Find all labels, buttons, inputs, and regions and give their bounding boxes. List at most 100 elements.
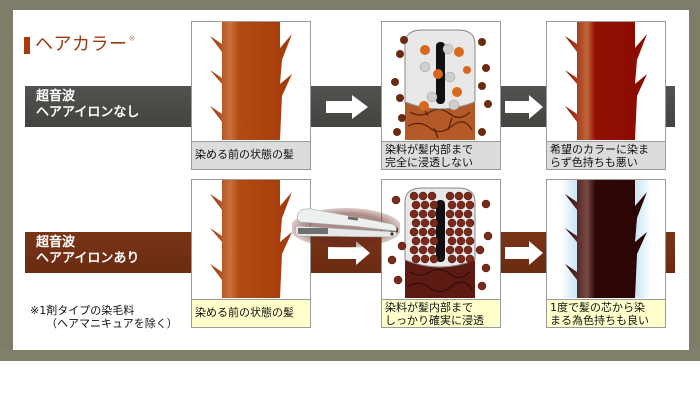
dye-particle-icon <box>447 200 457 210</box>
dye-particle-icon <box>418 209 428 219</box>
dye-particle-icon <box>465 254 475 264</box>
dye-particle-icon <box>477 281 487 291</box>
dye-particle-icon <box>465 218 475 228</box>
title-footnote-mark: ※ <box>128 34 136 43</box>
title-text: ヘアカラー <box>35 34 128 55</box>
dye-particle-icon <box>420 200 430 210</box>
dye-particle-icon <box>445 191 455 201</box>
hair-strand-brown-icon <box>210 180 292 298</box>
dye-particle-icon <box>447 218 457 228</box>
dye-particle-icon <box>420 218 430 228</box>
row-label-line2: ヘアアイロンなし <box>36 105 140 120</box>
dye-particle-icon <box>420 236 430 246</box>
footnote-line1: ※1剤タイプの染毛料 <box>30 304 135 317</box>
dye-particle-icon <box>445 209 455 219</box>
card-result-poor: 希望のカラーに染ま らず色持ちも悪い <box>546 21 666 170</box>
dye-particle-icon <box>409 245 419 255</box>
dye-particle-icon <box>411 200 421 210</box>
row-label-with-iron: 超音波 ヘアアイロンあり <box>36 235 139 267</box>
dye-particle-icon <box>429 236 439 246</box>
caption-line1: 染料が髪内部まで <box>385 301 473 314</box>
hair-strand-brown-icon <box>210 22 292 140</box>
row-label-without-iron: 超音波 ヘアアイロンなし <box>36 89 139 121</box>
dye-particle-icon <box>456 200 466 210</box>
dye-particle-icon <box>393 275 403 285</box>
dye-particle-icon <box>409 191 419 201</box>
row-label-line1: 超音波 <box>36 235 76 250</box>
dye-particle-icon <box>456 236 466 246</box>
dye-particle-icon <box>463 227 473 237</box>
card-result-good: 1度で髪の芯から染 まる為色持ちも良い <box>546 179 666 328</box>
hair-strand-red-icon <box>565 22 647 140</box>
card-before-dye: 染める前の状態の髪 <box>191 179 311 328</box>
dye-particle-icon <box>411 236 421 246</box>
dye-particle-icon <box>463 191 473 201</box>
dye-particle-icon <box>445 245 455 255</box>
dye-particle-icon <box>420 254 430 264</box>
row-label-line2: ヘアアイロンあり <box>36 251 140 266</box>
arrow-right-icon <box>503 94 549 120</box>
dye-particle-icon <box>429 254 439 264</box>
caption: 染める前の状態の髪 <box>192 141 310 169</box>
hair-cross-section-partial-dye-icon <box>391 29 492 140</box>
dye-particle-icon <box>465 236 475 246</box>
dye-particle-icon <box>483 231 493 241</box>
dye-particle-icon <box>481 263 491 273</box>
dye-particle-icon <box>429 200 439 210</box>
dye-particle-icon <box>465 200 475 210</box>
footnote: ※1剤タイプの染毛料 （ヘアマニキュアを除く） <box>30 304 178 330</box>
dye-particle-icon <box>481 199 491 209</box>
dye-particle-icon <box>409 227 419 237</box>
caption: 希望のカラーに染ま らず色持ちも悪い <box>547 141 665 169</box>
dye-particle-icon <box>387 255 397 265</box>
dye-particle-icon <box>454 245 464 255</box>
dye-particle-icon <box>411 218 421 228</box>
dye-particle-icon <box>429 218 439 228</box>
caption-line2: らず色持ちも悪い <box>550 156 638 169</box>
dye-particle-icon <box>427 191 437 201</box>
dye-particle-icon <box>409 209 419 219</box>
dye-particle-icon <box>445 227 455 237</box>
dye-particle-icon <box>418 245 428 255</box>
dye-particle-icon <box>391 195 401 205</box>
title-bar-icon <box>24 37 30 54</box>
dye-particle-icon <box>456 254 466 264</box>
caption-line2: しっかり確実に浸透 <box>385 314 484 327</box>
caption-line1: 染料が髪内部まで <box>385 143 473 156</box>
frame-bottom-edge <box>0 350 700 361</box>
caption-line1: 希望のカラーに染ま <box>550 143 649 156</box>
hair-iron-icon <box>292 208 400 248</box>
caption: 1度で髪の芯から染 まる為色持ちも良い <box>547 299 665 327</box>
caption-line1: 1度で髪の芯から染 <box>550 301 645 314</box>
section-title: ヘアカラー ※ <box>24 34 135 56</box>
dye-particle-icon <box>411 254 421 264</box>
dye-particle-icon <box>463 245 473 255</box>
hair-cross-section-full-dye-icon <box>387 187 493 298</box>
card-dye-penetrating: 染料が髪内部まで しっかり確実に浸透 <box>381 179 501 328</box>
dye-particle-icon <box>418 191 428 201</box>
dye-particle-icon <box>475 245 485 255</box>
dye-particle-icon <box>418 227 428 237</box>
hair-strand-dark-icon <box>561 180 651 298</box>
arrow-right-icon <box>324 94 370 120</box>
caption: 染める前の状態の髪 <box>192 299 310 327</box>
dye-particle-icon <box>447 254 457 264</box>
dye-particle-icon <box>456 218 466 228</box>
dye-particle-icon <box>463 209 473 219</box>
caption: 染料が髪内部まで 完全に浸透しない <box>382 141 500 169</box>
dye-particle-icon <box>397 241 407 251</box>
dye-particle-icon <box>454 227 464 237</box>
arrow-right-icon <box>503 240 549 266</box>
row-label-line1: 超音波 <box>36 89 76 104</box>
card-dye-not-penetrating: 染料が髪内部まで 完全に浸透しない <box>381 21 501 170</box>
dye-particle-icon <box>454 191 464 201</box>
card-before-dye: 染める前の状態の髪 <box>191 21 311 170</box>
caption-line2: 完全に浸透しない <box>385 156 473 169</box>
dye-particle-icon <box>427 227 437 237</box>
dye-particle-icon <box>454 209 464 219</box>
dye-particle-icon <box>427 245 437 255</box>
caption-line2: まる為色持ちも良い <box>550 314 649 327</box>
dye-particle-icon <box>447 236 457 246</box>
caption: 染料が髪内部まで しっかり確実に浸透 <box>382 299 500 327</box>
footnote-line2: （ヘアマニキュアを除く） <box>46 317 178 330</box>
